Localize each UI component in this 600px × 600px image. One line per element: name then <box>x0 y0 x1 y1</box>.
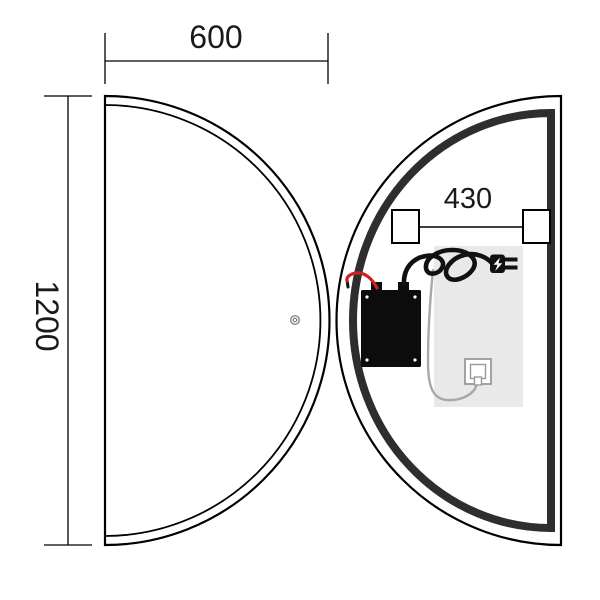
touch-sensor-outer-ring <box>290 315 300 325</box>
lightning-bolt-icon <box>493 257 503 271</box>
touch-sensor-icon <box>290 315 300 325</box>
driver-wire <box>426 268 478 402</box>
junction-box-screw <box>413 358 417 362</box>
plug-prong-bottom <box>504 265 518 270</box>
wall-socket-icon <box>464 358 492 386</box>
plug-prong-top <box>504 257 518 262</box>
junction-box-screw <box>413 295 417 299</box>
junction-box-body <box>361 290 421 367</box>
width-dimension: 600 <box>104 19 329 84</box>
mirror-front-view <box>103 94 331 547</box>
junction-box-screw <box>365 295 369 299</box>
front-view-outline <box>103 94 331 547</box>
height-dimension: 1200 <box>29 95 92 546</box>
mounting-bracket-right <box>522 209 551 244</box>
power-cord <box>401 247 495 288</box>
touch-sensor-inner-ring <box>292 317 298 323</box>
power-plug-icon <box>490 254 518 273</box>
width-dimension-label: 600 <box>189 19 242 55</box>
mounting-bracket-left <box>391 209 420 244</box>
height-dimension-label: 1200 <box>29 280 65 351</box>
mirror-back-view: 430 <box>335 94 563 547</box>
front-view-inner-frame-line <box>104 104 322 537</box>
bracket-spacing-dimension: 430 <box>391 183 551 244</box>
wall-socket-tab <box>473 376 483 386</box>
led-frame-band <box>349 108 555 533</box>
red-wire <box>345 271 379 290</box>
red-wire-strand <box>345 271 379 290</box>
bracket-spacing-label: 430 <box>444 183 492 215</box>
junction-box <box>361 282 421 367</box>
junction-box-screw <box>365 358 369 362</box>
